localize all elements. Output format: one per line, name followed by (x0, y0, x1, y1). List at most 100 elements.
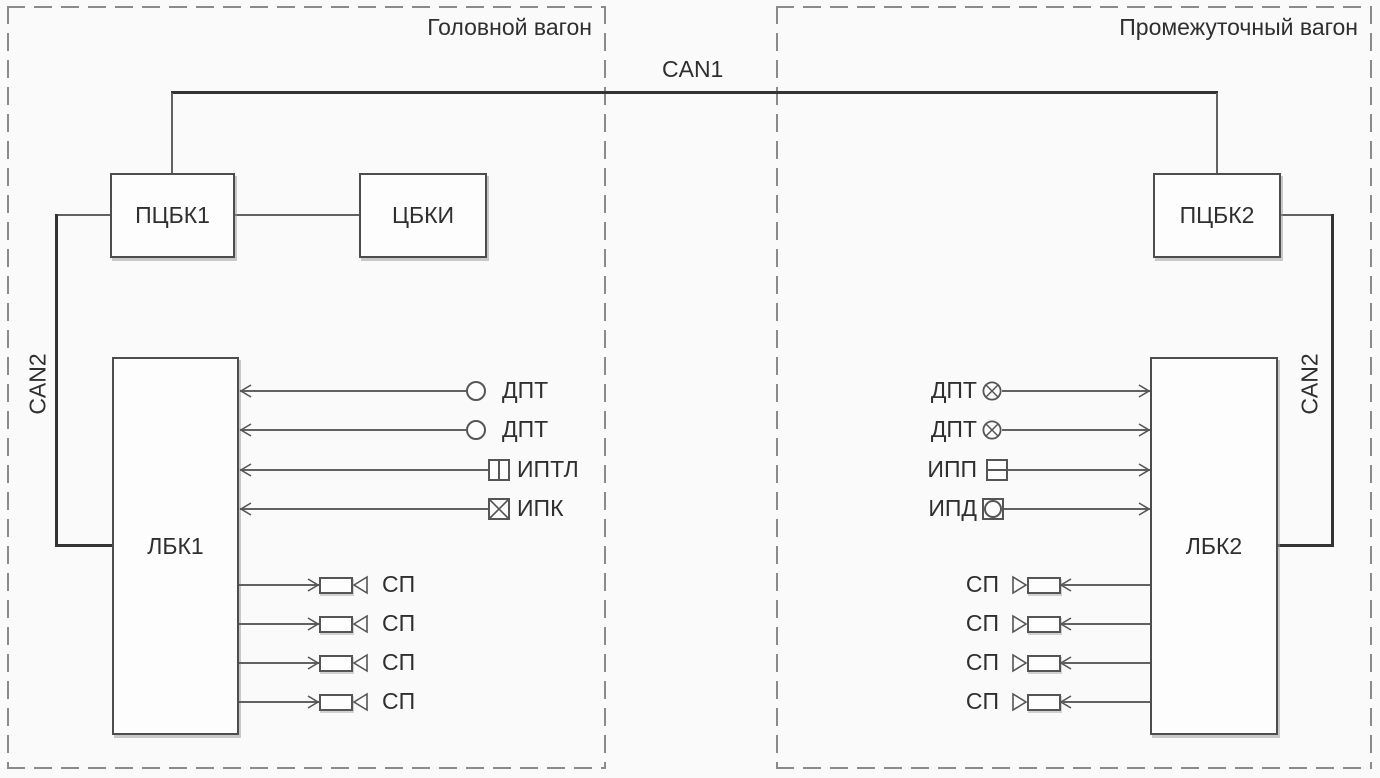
annunciator-horn-icon (352, 692, 368, 712)
region-border-top (776, 6, 1372, 8)
sensor-label: ИПТЛ (517, 455, 579, 482)
sensor-symbol-circle-x-icon (982, 420, 1002, 440)
annunciator-label: СП (382, 648, 416, 675)
can2-left-bus-line (55, 214, 58, 547)
arrowhead-right-icon (1138, 384, 1151, 398)
sensor-label: ДПТ (930, 376, 977, 403)
block-lbk1-label: ЛБК1 (147, 532, 204, 559)
region-border-left (776, 6, 778, 769)
can2-right-bus-line (1331, 214, 1334, 547)
sensor-symbol-square-vline-icon (488, 459, 510, 481)
annunciator-box (1027, 655, 1061, 672)
annunciator-label: СП (965, 648, 999, 675)
block-cbki: ЦБКИ (359, 173, 487, 258)
region-intermediate-car-title: Промежуточный вагон (1119, 14, 1358, 40)
can2-right-stub-top-line (1281, 214, 1333, 216)
can2-right-stub-bottom-line (1278, 544, 1334, 547)
can2-right-bus-label: CAN2 (1296, 353, 1323, 415)
can1-drop-left-line (171, 93, 173, 173)
annunciator-label: СП (382, 687, 416, 714)
annunciator-horn-icon (352, 614, 368, 634)
annunciator-horn-icon (1012, 575, 1028, 595)
sensor-symbol-square-hline-icon (986, 459, 1008, 481)
annunciator-label: СП (382, 609, 416, 636)
annunciator-box (1027, 616, 1061, 633)
block-pcbk2: ПЦБК2 (1153, 173, 1281, 258)
sensor-symbol-circle-icon (466, 420, 486, 440)
block-lbk2: ЛБК2 (1150, 357, 1278, 735)
sensor-line (1008, 469, 1150, 471)
block-pcbk2-label: ПЦБК2 (1179, 202, 1255, 228)
arrowhead-left-icon (239, 384, 252, 398)
annunciator-box (1027, 577, 1061, 594)
region-head-car-title: Головной вагон (427, 14, 592, 40)
can1-drop-right-line (1216, 93, 1218, 173)
sensor-label: ДПТ (502, 376, 549, 403)
sensor-line (1004, 508, 1150, 510)
sensor-line (240, 469, 488, 471)
arrowhead-left-icon (1059, 695, 1072, 709)
annunciator-box (319, 694, 353, 711)
region-intermediate-car: Промежуточный вагон (776, 6, 1372, 769)
arrowhead-right-icon (1138, 463, 1151, 477)
sensor-label: ИПД (928, 494, 977, 521)
region-border-left (7, 6, 9, 769)
annunciator-line (1062, 623, 1150, 625)
annunciator-horn-icon (352, 575, 368, 595)
sensor-line (240, 390, 466, 392)
annunciator-box (319, 655, 353, 672)
region-head-car: Головной вагон (7, 6, 606, 769)
annunciator-line (239, 662, 319, 664)
annunciator-line (1062, 701, 1150, 703)
annunciator-horn-icon (352, 653, 368, 673)
annunciator-box (1027, 694, 1061, 711)
arrowhead-left-icon (1059, 617, 1072, 631)
arrowhead-left-icon (239, 423, 252, 437)
region-border-right (604, 6, 606, 769)
sensor-symbol-circle-icon (466, 381, 486, 401)
arrowhead-left-icon (1059, 578, 1072, 592)
can2-left-stub-top-line (57, 214, 110, 216)
arrowhead-left-icon (239, 463, 252, 477)
annunciator-label: СП (965, 687, 999, 714)
annunciator-label: СП (382, 570, 416, 597)
annunciator-box (319, 577, 353, 594)
annunciator-horn-icon (1012, 614, 1028, 634)
sensor-symbol-square-x-icon (488, 498, 510, 520)
block-pcbk1: ПЦБК1 (110, 173, 235, 258)
annunciator-label: СП (965, 609, 999, 636)
sensor-label: ИПП (927, 455, 977, 482)
sensor-symbol-circle-x-icon (982, 381, 1002, 401)
block-pcbk1-label: ПЦБК1 (135, 202, 210, 228)
symbol-divider (498, 461, 500, 479)
arrowhead-right-icon (1138, 423, 1151, 437)
annunciator-line (239, 623, 319, 625)
sensor-label: ДПТ (502, 415, 549, 442)
arrowhead-left-icon (1059, 656, 1072, 670)
region-border-top (7, 6, 606, 8)
can2-left-stub-bottom-line (55, 544, 113, 547)
annunciator-horn-icon (1012, 692, 1028, 712)
block-cbki-label: ЦБКИ (391, 202, 455, 228)
sensor-symbol-square-circle-icon (982, 498, 1004, 520)
sensor-line (240, 508, 488, 510)
arrowhead-right-icon (307, 695, 320, 709)
arrowhead-right-icon (1138, 502, 1151, 516)
sensor-line (240, 429, 466, 431)
symbol-divider (986, 469, 1008, 471)
annunciator-label: СП (965, 570, 999, 597)
can1-bus-line (171, 91, 1218, 94)
annunciator-line (1062, 662, 1150, 664)
region-border-right (1370, 6, 1372, 769)
arrowhead-right-icon (307, 656, 320, 670)
arrowhead-right-icon (307, 578, 320, 592)
sensor-line (1002, 390, 1150, 392)
sensor-label: ИПК (517, 494, 564, 521)
annunciator-line (239, 584, 319, 586)
sensor-label: ДПТ (930, 415, 977, 442)
pcbk1-cbki-link-line (235, 214, 359, 216)
sensor-line (1002, 429, 1150, 431)
can1-bus-label: CAN1 (662, 55, 724, 82)
annunciator-line (239, 701, 319, 703)
annunciator-line (1062, 584, 1150, 586)
